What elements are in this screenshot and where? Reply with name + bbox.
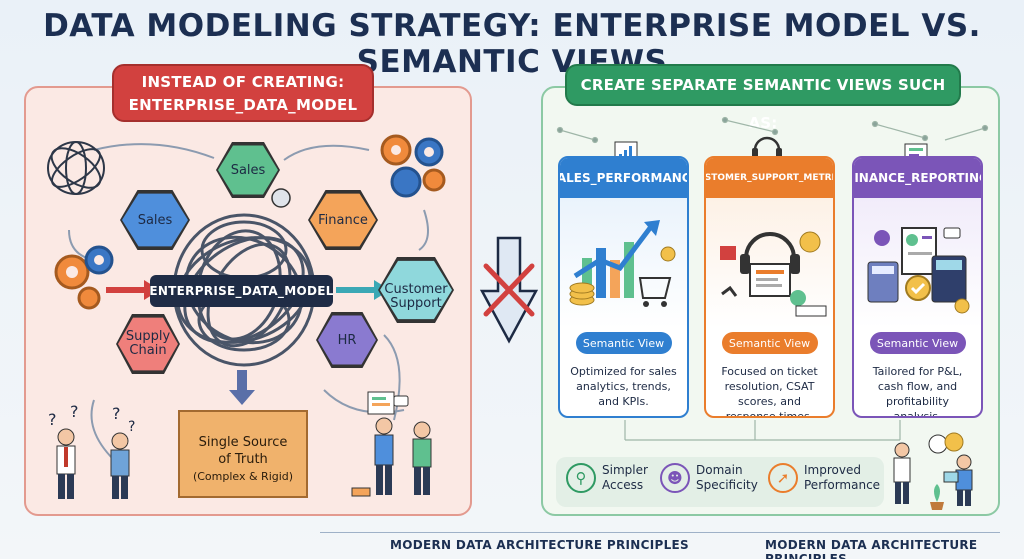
node-customer-support: Customer Support — [380, 260, 452, 320]
node-customer-support-line1: Customer — [384, 282, 448, 297]
card-sales-desc: Optimized for sales analytics, trends, a… — [570, 365, 677, 408]
node-sales-left: Sales — [122, 193, 188, 247]
card-finance-pill: Semantic View — [869, 332, 966, 354]
card-support-desc: Focused on ticket resolution, CSAT score… — [721, 365, 818, 418]
footer-divider — [320, 532, 1000, 533]
benefit-1-line2: Access — [602, 478, 644, 492]
calculator-icon — [867, 227, 970, 314]
stressed-people-icon — [351, 391, 432, 497]
benefit-3-line2: Performance — [804, 478, 881, 492]
card-sales-title: SALES_PERFORMANCE — [560, 158, 687, 198]
benefit-improved-performance: ➚ Improved Performance — [768, 463, 880, 493]
card-finance-title: FINANCE_REPORTING — [854, 158, 981, 198]
svg-text:?: ? — [112, 405, 121, 423]
ssot-line2: of Truth — [218, 452, 268, 467]
node-supply-chain-line2: Chain — [129, 343, 167, 358]
footer-right: MODERN DATA ARCHITECTURE PRINCIPLES — [765, 538, 978, 559]
benefit-3-line1: Improved — [804, 463, 861, 477]
support-illustration — [706, 198, 833, 328]
benefit-simpler-access: ⚲ Simpler Access — [566, 463, 648, 493]
node-supply-chain: Supply Chain — [118, 317, 178, 371]
card-sales-performance: SALES_PERFORMANCE Semantic View Optimize… — [558, 156, 689, 418]
headset-icon — [720, 231, 827, 317]
node-finance: Finance — [310, 193, 376, 247]
ssot-line3: (Complex & Rigid) — [192, 470, 294, 483]
card-support-title: CUSTOMER_SUPPORT_METRICS — [706, 158, 833, 198]
svg-text:?: ? — [70, 405, 79, 421]
right-banner: CREATE SEPARATE SEMANTIC VIEWS SUCH AS: — [565, 64, 961, 132]
left-banner-line2: ENTERPRISE_DATA_MODEL — [128, 96, 358, 114]
single-source-box: Single Source of Truth (Complex & Rigid) — [178, 410, 308, 498]
domain-person-icon: ☻ — [660, 463, 690, 493]
card-support-pill: Semantic View — [721, 332, 818, 354]
speed-gauge-icon: ➚ — [768, 463, 798, 493]
node-finance-label: Finance — [318, 212, 368, 228]
footer-left: MODERN DATA ARCHITECTURE PRINCIPLES — [390, 538, 689, 552]
left-banner-line1: INSTEAD OF CREATING: — [141, 73, 345, 91]
finance-illustration — [854, 198, 981, 328]
user-access-icon: ⚲ — [566, 463, 596, 493]
card-sales-pill: Semantic View — [575, 332, 672, 354]
confused-people-icon: ? ? ? ? — [48, 405, 135, 499]
card-finance-desc: Tailored for P&L, cash flow, and profita… — [872, 365, 963, 418]
node-sales-top-label: Sales — [230, 162, 266, 178]
svg-text:?: ? — [48, 410, 57, 429]
core-enterprise-model: ENTERPRISE_DATA_MODEL — [149, 275, 333, 307]
page-title: DATA MODELING STRATEGY: ENTERPRISE MODEL… — [43, 8, 981, 80]
node-hr-label: HR — [337, 332, 357, 348]
left-banner: INSTEAD OF CREATING: ENTERPRISE_DATA_MOD… — [112, 64, 374, 122]
sales-chart-icon — [569, 220, 676, 307]
benefit-1-line1: Simpler — [602, 463, 648, 477]
card-customer-support-metrics: CUSTOMER_SUPPORT_METRICS Semantic View F… — [704, 156, 835, 418]
network-lines-graphics — [556, 116, 989, 441]
node-sales-left-label: Sales — [137, 212, 173, 228]
sales-chart-illustration — [560, 198, 687, 328]
benefit-domain-specificity: ☻ Domain Specificity — [660, 463, 758, 493]
svg-text:?: ? — [128, 419, 135, 435]
ssot-line1: Single Source — [198, 435, 288, 450]
happy-people-icon — [893, 432, 973, 510]
benefit-2-line1: Domain — [696, 463, 743, 477]
node-customer-support-line2: Support — [390, 296, 442, 311]
node-supply-chain-line1: Supply — [125, 329, 171, 344]
blocked-down-arrow-icon — [479, 236, 539, 344]
benefits-strip: ⚲ Simpler Access ☻ Domain Specificity ➚ … — [556, 457, 884, 507]
benefit-2-line2: Specificity — [696, 478, 758, 492]
card-finance-reporting: FINANCE_REPORTING Semantic View Tailored… — [852, 156, 983, 418]
